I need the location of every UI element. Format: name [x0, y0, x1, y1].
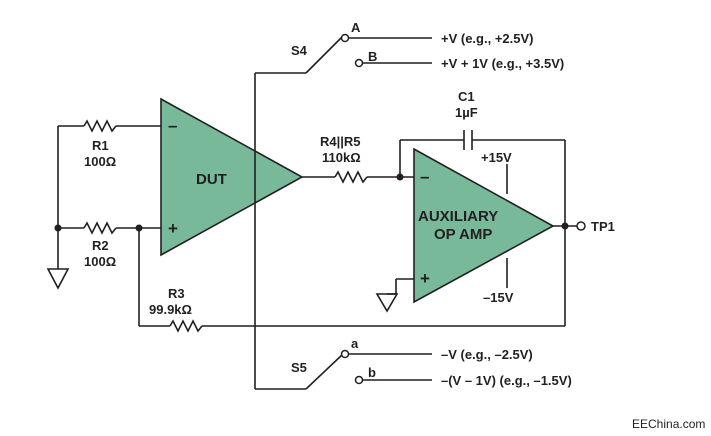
- junction-r2-left: [54, 224, 62, 232]
- switch-s4-pos-b: B: [368, 49, 377, 64]
- resistor-r3: [169, 319, 203, 333]
- watermark: EEChina.com: [632, 417, 705, 431]
- dut-op-amp: [160, 97, 304, 257]
- resistor-r1: [83, 119, 117, 133]
- c1-name: C1: [458, 89, 475, 104]
- switch-s4-label: S4: [291, 43, 308, 58]
- r4-r5-value: 110kΩ: [322, 150, 361, 165]
- tp1-label: TP1: [591, 219, 615, 234]
- rail-b-voltage: +V + 1V (e.g., +3.5V): [441, 56, 564, 71]
- ground-symbol-aux: [375, 293, 399, 313]
- rail-neg-b-voltage: –(V – 1V) (e.g., –1.5V): [441, 373, 572, 388]
- dut-label: DUT: [196, 171, 227, 188]
- switch-s5-pos-a: a: [351, 336, 359, 351]
- switch-s5-label: S5: [291, 360, 307, 375]
- c1-value: 1µF: [455, 105, 478, 120]
- rail-a-voltage: +V (e.g., +2.5V): [441, 31, 534, 46]
- rail-neg-a-voltage: –V (e.g., –2.5V): [441, 347, 533, 362]
- r1-value: 100Ω: [84, 154, 116, 169]
- switch-s5-contact-a: [340, 349, 350, 359]
- test-point-tp1: [576, 221, 586, 231]
- r2-name: R2: [92, 238, 109, 253]
- resistor-r2: [83, 221, 117, 235]
- aux-op-amp: [413, 147, 555, 304]
- r4-r5-name: R4||R5: [320, 134, 361, 149]
- aux-minus-sign: –: [420, 167, 429, 186]
- switch-s4-contact-a: [340, 33, 350, 43]
- junction-aux-output: [561, 222, 569, 230]
- aux-label-line2: OP AMP: [434, 226, 492, 243]
- dut-plus-sign: +: [168, 219, 178, 238]
- ground-symbol-left: [46, 268, 70, 290]
- r1-name: R1: [92, 138, 109, 153]
- aux-plus-sign: +: [420, 269, 430, 288]
- dut-minus-sign: –: [168, 116, 177, 135]
- aux-vpos-label: +15V: [481, 150, 512, 165]
- r2-value: 100Ω: [84, 254, 116, 269]
- switch-s5-contact-b: [354, 375, 364, 385]
- resistor-r4-r5: [334, 170, 368, 184]
- r3-value: 99.9kΩ: [149, 302, 192, 317]
- aux-label-line1: AUXILIARY: [418, 208, 498, 225]
- switch-s4-arm: [305, 35, 344, 74]
- switch-s5-pos-b: b: [368, 365, 376, 380]
- switch-s5-arm: [305, 353, 344, 390]
- switch-s4-contact-b: [354, 58, 364, 68]
- aux-vneg-label: –15V: [483, 290, 514, 305]
- r3-name: R3: [168, 286, 185, 301]
- switch-s4-pos-a: A: [351, 20, 361, 35]
